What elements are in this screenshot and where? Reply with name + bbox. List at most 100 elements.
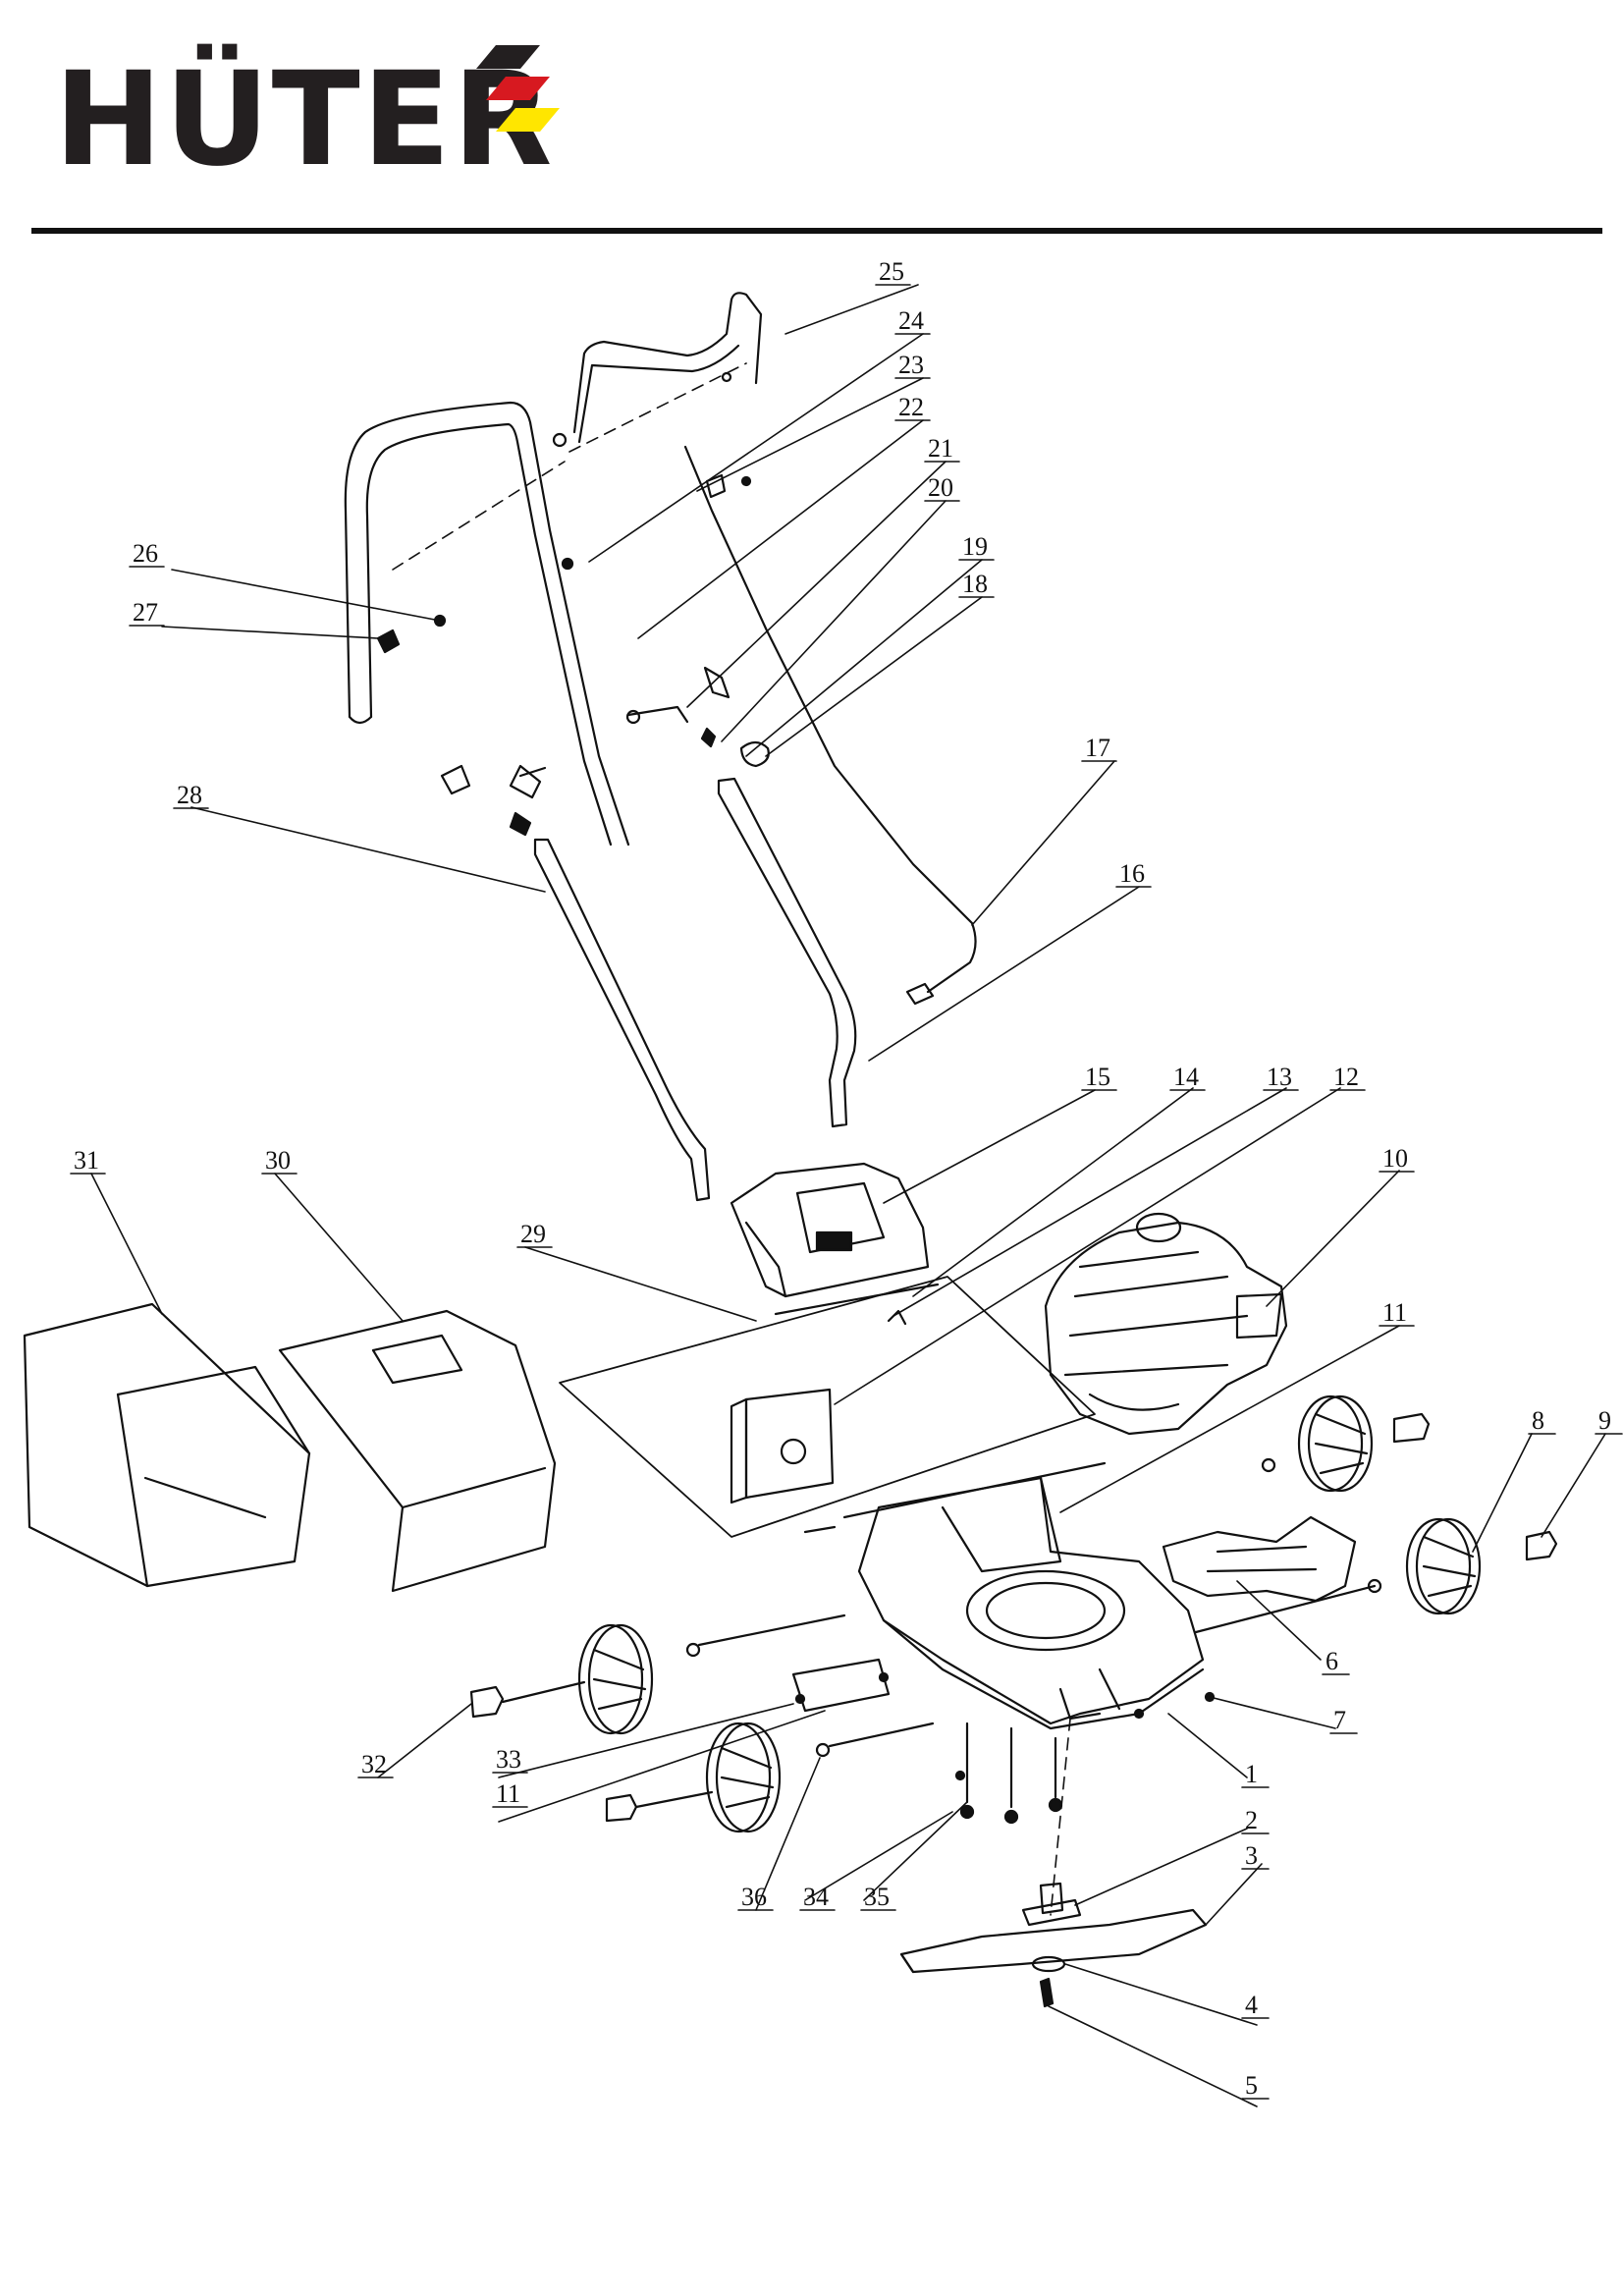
svg-text:18: 18	[962, 570, 988, 598]
callout-18: 18	[958, 570, 995, 598]
svg-text:16: 16	[1119, 859, 1145, 888]
callout-30: 30	[261, 1146, 298, 1175]
callout-16: 16	[1115, 859, 1152, 888]
callout-2: 2	[1241, 1806, 1270, 1834]
svg-text:9: 9	[1598, 1406, 1611, 1435]
callout-23: 23	[894, 351, 931, 379]
front-axle-line	[1194, 1584, 1377, 1634]
svg-text:4: 4	[1245, 1991, 1258, 2019]
svg-text:25: 25	[879, 257, 904, 286]
callout-33: 33	[492, 1745, 528, 1774]
control-cable	[683, 445, 977, 994]
callout-34: 34	[799, 1883, 836, 1911]
callout-26: 26	[129, 539, 165, 568]
brand-name: HÜTER	[54, 44, 555, 195]
svg-text:17: 17	[1085, 734, 1110, 762]
callout-29: 29	[516, 1220, 553, 1248]
handle-guide-line	[392, 461, 566, 571]
svg-text:28: 28	[177, 781, 202, 809]
callout-25: 25	[875, 257, 911, 286]
callout-32: 32	[357, 1750, 394, 1778]
mulching-plug	[730, 1388, 835, 1504]
callout-1: 1	[1241, 1760, 1270, 1788]
blade-adapter	[1021, 1882, 1082, 1927]
callout-20: 20	[924, 473, 960, 502]
callout-31: 31	[70, 1146, 106, 1175]
svg-text:19: 19	[962, 532, 988, 561]
svg-text:36: 36	[741, 1883, 767, 1911]
flap-spring	[887, 1309, 907, 1326]
engine	[1044, 1212, 1288, 1436]
callout-19: 19	[958, 532, 995, 561]
front-left-wheel	[605, 1722, 935, 1833]
axle-stub-left	[803, 1525, 837, 1534]
svg-text:6: 6	[1325, 1647, 1338, 1675]
leader-lines	[90, 284, 1606, 2107]
flap-rod	[774, 1283, 940, 1316]
crossbar-guide-line	[568, 362, 747, 453]
grass-bag	[23, 1302, 311, 1588]
svg-text:14: 14	[1173, 1063, 1199, 1091]
crankshaft-axis-line	[1050, 1718, 1071, 1916]
callout-13: 13	[1263, 1063, 1299, 1091]
svg-text:13: 13	[1267, 1063, 1292, 1091]
callout-4: 4	[1241, 1991, 1270, 2019]
callout-24: 24	[894, 306, 931, 335]
svg-text:26: 26	[133, 539, 158, 568]
svg-text:2: 2	[1245, 1806, 1258, 1834]
callout-27: 27	[129, 598, 165, 627]
svg-text:31: 31	[74, 1146, 99, 1175]
rear-flap	[730, 1162, 930, 1298]
svg-text:7: 7	[1333, 1706, 1346, 1734]
handle-fasteners	[376, 473, 770, 837]
svg-text:15: 15	[1085, 1063, 1110, 1091]
svg-text:11: 11	[496, 1779, 520, 1808]
callout-10: 10	[1379, 1144, 1415, 1173]
blade-washer	[1031, 1955, 1066, 1973]
svg-text:24: 24	[898, 306, 924, 335]
brand-logo: HÜTER	[54, 37, 584, 185]
svg-text:35: 35	[864, 1883, 890, 1911]
height-adjuster	[791, 1658, 891, 1713]
svg-text:23: 23	[898, 351, 924, 379]
callout-14: 14	[1169, 1063, 1206, 1091]
callout-36: 36	[737, 1883, 774, 1911]
rear-axle-line	[842, 1461, 1107, 1519]
svg-text:3: 3	[1245, 1841, 1258, 1870]
grass-bag-frame	[278, 1309, 557, 1593]
mower-deck	[857, 1476, 1205, 1730]
callout-labels: 1 2 3 4 5 6 7 8 9 10 11 11 12 13 14 15 1…	[70, 257, 1623, 2100]
lower-handle-right	[717, 777, 857, 1128]
callout-8: 8	[1528, 1406, 1556, 1435]
svg-text:34: 34	[803, 1883, 829, 1911]
callout-5: 5	[1241, 2071, 1270, 2100]
callout-11-upper: 11	[1379, 1298, 1415, 1327]
callout-3: 3	[1241, 1841, 1270, 1870]
upper-handle	[344, 401, 630, 847]
svg-text:1: 1	[1245, 1760, 1258, 1788]
callout-9: 9	[1595, 1406, 1623, 1435]
svg-text:29: 29	[520, 1220, 546, 1248]
callout-28: 28	[173, 781, 209, 809]
callout-15: 15	[1081, 1063, 1117, 1091]
callout-35: 35	[860, 1883, 896, 1911]
svg-text:5: 5	[1245, 2071, 1258, 2100]
svg-text:12: 12	[1333, 1063, 1359, 1091]
svg-text:22: 22	[898, 393, 924, 421]
side-skirt	[1162, 1515, 1357, 1603]
svg-text:20: 20	[928, 473, 953, 502]
callout-7: 7	[1329, 1706, 1358, 1734]
chute-guide-lines	[559, 1276, 1096, 1538]
rear-right-wheel	[1261, 1394, 1431, 1493]
svg-text:32: 32	[361, 1750, 387, 1778]
front-right-wheel	[1194, 1517, 1558, 1634]
svg-text:27: 27	[133, 598, 158, 627]
svg-text:21: 21	[928, 434, 953, 463]
callout-6: 6	[1322, 1647, 1350, 1675]
callout-21: 21	[924, 434, 960, 463]
callout-12: 12	[1329, 1063, 1366, 1091]
header-divider	[31, 228, 1602, 234]
lower-handle-left	[533, 838, 711, 1202]
brand-stripes-mark	[476, 45, 560, 132]
